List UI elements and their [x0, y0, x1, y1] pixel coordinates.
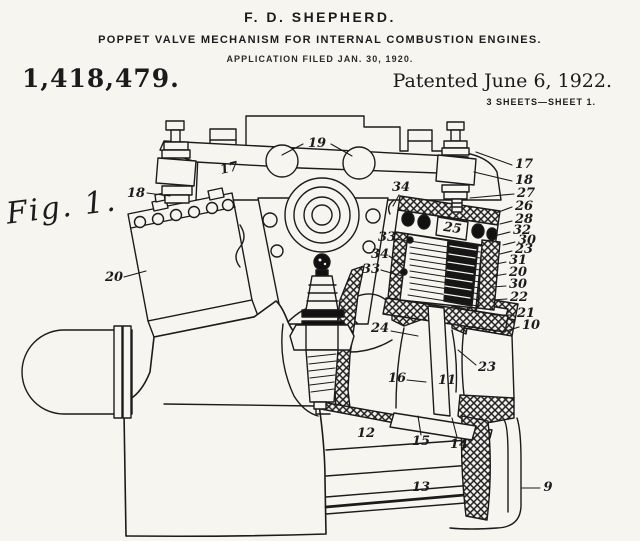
leader-line	[494, 274, 506, 276]
ref-numeral-11: 11	[438, 373, 456, 388]
ref-numeral-15: 15	[412, 434, 430, 449]
ref-numeral-26: 26	[514, 199, 533, 214]
leader-line	[492, 286, 506, 287]
piston-lines	[326, 440, 478, 514]
leader-line	[496, 207, 512, 213]
leader-line	[500, 221, 512, 224]
ref-numeral-24: 24	[370, 321, 389, 336]
sheet-info: 3 SHEETS—SHEET 1.	[486, 97, 596, 107]
spark-plug	[290, 254, 354, 414]
inventor-name: F. D. SHEPHERD.	[244, 9, 396, 25]
leader-line	[331, 144, 352, 156]
ref-numeral-20: 20	[104, 270, 123, 285]
port-circle-left	[266, 145, 298, 177]
ref-numeral-17: 17	[515, 157, 533, 172]
ref-numeral-10: 10	[522, 318, 540, 333]
ref-numeral-32: 32	[513, 223, 531, 238]
ref-numeral-28: 28	[514, 212, 533, 227]
leader-line	[470, 194, 514, 198]
application-line: APPLICATION FILED JAN. 30, 1920.	[226, 54, 414, 64]
leader-line	[458, 350, 476, 365]
patent-title: POPPET VALVE MECHANISM FOR INTERNAL COMB…	[98, 34, 542, 46]
ref-numeral-14: 14	[450, 437, 468, 452]
ref-numeral-31: 31	[509, 253, 527, 268]
leader-line	[474, 172, 512, 181]
ref-numeral-33: 33	[378, 230, 396, 245]
leader-line	[498, 232, 510, 235]
ref-numeral-23: 23	[514, 242, 533, 257]
ref-numeral-25: 25	[441, 220, 462, 238]
leader-line	[492, 299, 507, 300]
ref-numeral-22: 22	[509, 290, 528, 305]
ref-numeral-19: 19	[308, 136, 326, 151]
chamber-floor	[321, 402, 396, 423]
ref-numeral-21: 21	[516, 306, 535, 321]
leader-line	[506, 327, 519, 331]
ref-numeral-18: 18	[127, 186, 145, 201]
leader-line	[282, 144, 303, 155]
leader-line	[503, 242, 515, 245]
leader-line	[496, 262, 506, 264]
ref-numeral-12: 12	[357, 426, 375, 441]
tappet-adjuster-left	[156, 121, 196, 203]
tappet-adjuster-right	[436, 122, 476, 212]
ref-numeral-18: 18	[515, 173, 533, 188]
leader-line	[396, 239, 412, 242]
valve-cage	[383, 196, 508, 332]
leader-line	[500, 251, 512, 254]
ref-numeral-34: 34	[392, 180, 410, 195]
poppet-valve	[390, 306, 476, 440]
leader-line	[393, 195, 399, 206]
ref-numeral-17: 17	[219, 159, 240, 178]
ref-numeral-30: 30	[509, 277, 527, 292]
leader-line	[407, 380, 426, 382]
ref-numeral-23: 23	[477, 360, 496, 375]
leader-line	[391, 331, 418, 336]
ref-numeral-20: 20	[508, 265, 527, 280]
ref-numeral-27: 27	[516, 186, 535, 201]
ref-numeral-13: 13	[412, 480, 430, 495]
leader-line	[389, 256, 404, 266]
central-boss	[285, 178, 359, 252]
magneto-box	[128, 188, 258, 337]
leader-line	[147, 193, 170, 196]
patent-number: 1,418,479.	[22, 64, 180, 93]
leader-line	[452, 418, 457, 437]
bell-housing	[22, 326, 132, 418]
leader-line	[124, 271, 146, 277]
reference-numerals: 1917182034333433251718272628323023312030…	[104, 136, 553, 495]
leader-line	[418, 416, 421, 435]
ref-numeral-33: 33	[362, 262, 380, 277]
ref-numeral-16: 16	[388, 371, 406, 386]
ref-numeral-34: 34	[371, 247, 389, 262]
leader-line	[381, 270, 402, 276]
port-circle-right	[343, 147, 375, 179]
ref-numeral-9: 9	[543, 480, 552, 495]
ref-numeral-30: 30	[518, 233, 536, 248]
patented-date: Patented June 6, 1922.	[392, 70, 612, 92]
leader-line	[476, 152, 512, 165]
